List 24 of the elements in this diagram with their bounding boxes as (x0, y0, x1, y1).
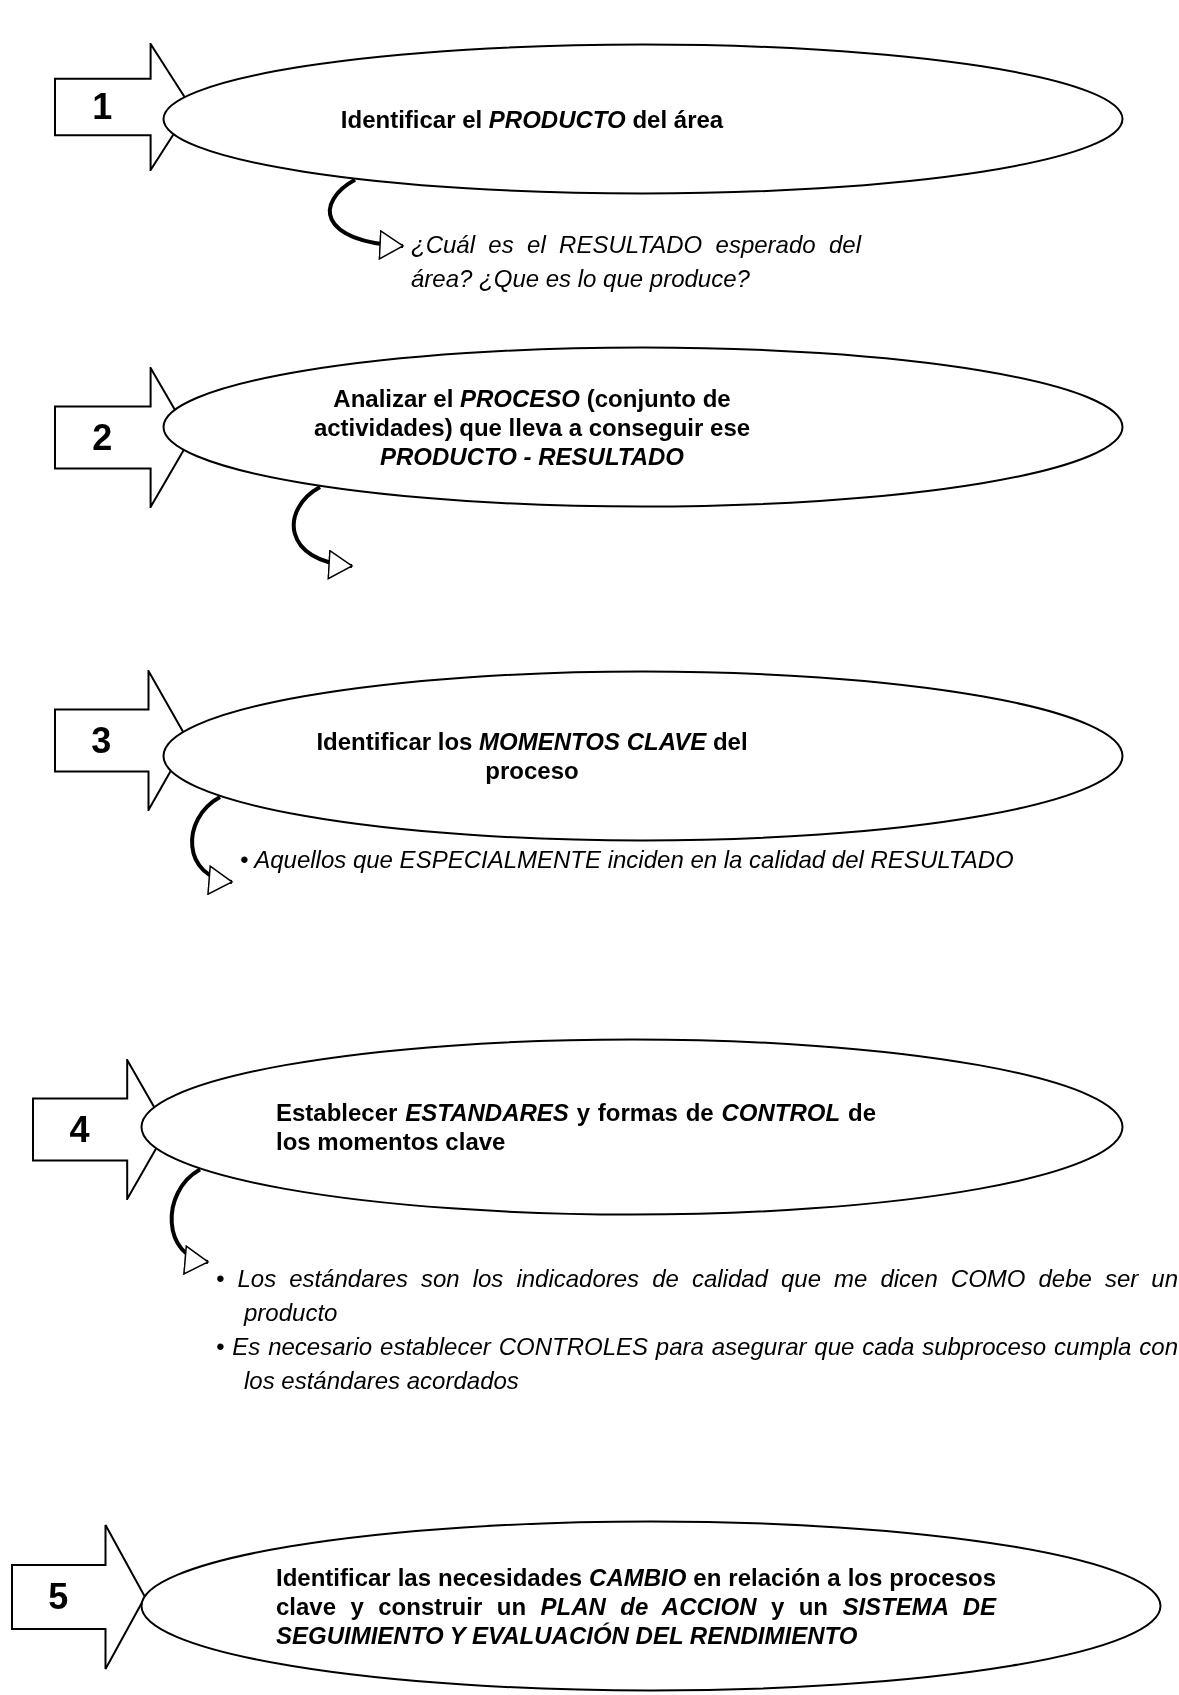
bullet-text: • Es necesario establecer CONTROLES para asegurar que cada subproceso cumpla con los estándares acordados (216, 1332, 1178, 1396)
ellipse (140, 1520, 1162, 1692)
curved-arrow (328, 178, 404, 259)
step-number: 5 (47, 1577, 70, 1617)
step-text: Analizar el PROCESO (conjunto de actividades) que lleva a conseguir ese PRODUCTO - RESULTADO (312, 383, 752, 471)
step-text: Identificar los MOMENTOS CLAVE del proceso (315, 727, 749, 785)
step-text: Identificar el PRODUCTO del área (339, 104, 725, 134)
step-number: 2 (91, 417, 114, 458)
step-number: 4 (68, 1109, 91, 1150)
curved-arrow (291, 485, 353, 578)
step-text: Establecer ESTANDARES y formas de CONTROL de los momentos clave (276, 1098, 876, 1156)
curved-arrow (169, 1167, 209, 1272)
ellipse (162, 346, 1124, 508)
ellipse (162, 670, 1124, 842)
step-number: 3 (90, 720, 113, 761)
ellipse (162, 43, 1124, 195)
curved-arrow (190, 795, 233, 893)
ellipse (140, 1038, 1124, 1216)
step-text: Identificar las necesidades CAMBIO en relación a los procesos clave y construir un PLAN de ACCION y un SISTEMA DE SEGUIMIENTO Y EVALUACIÓN DEL RENDIMIENTO (276, 1562, 996, 1650)
step-number: 1 (91, 87, 114, 127)
block-arrow (11, 1524, 146, 1670)
bullet-text: • Los estándares son los indicadores de calidad que me dicen COMO debe ser un producto (216, 1264, 1178, 1328)
question-text: ¿Cuál es el RESULTADO esperado del área? ¿Que es lo que produce? (411, 228, 861, 296)
bullet-text: • Aquellos que ESPECIALMENTE inciden en la calidad del RESULTADO (240, 845, 1015, 875)
